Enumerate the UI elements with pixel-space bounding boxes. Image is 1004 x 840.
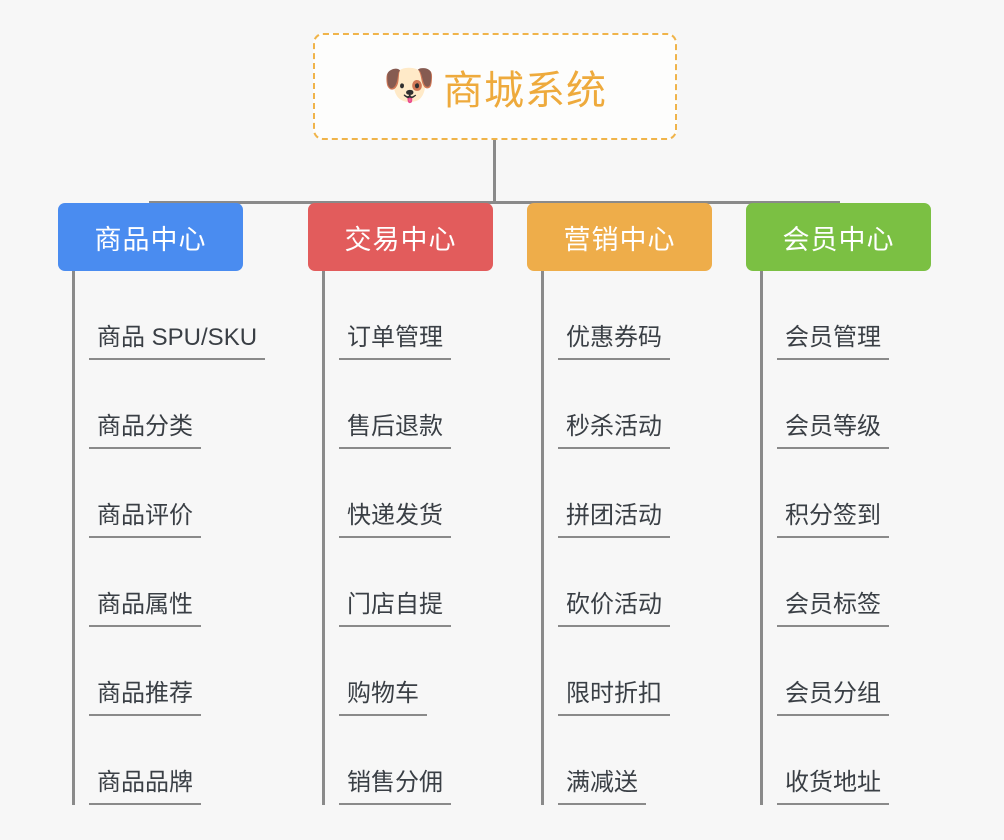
- leaf-item[interactable]: 商品推荐: [58, 627, 243, 716]
- leaf-item-label: 积分签到: [777, 495, 889, 538]
- leaf-item-label: 购物车: [339, 673, 427, 716]
- leaf-item-label: 砍价活动: [558, 584, 670, 627]
- leaf-item[interactable]: 快递发货: [308, 449, 493, 538]
- column-spine-trade-center: [322, 271, 325, 805]
- leaf-item[interactable]: 限时折扣: [527, 627, 712, 716]
- column-marketing-center: 营销中心优惠券码秒杀活动拼团活动砍价活动限时折扣满减送: [527, 203, 712, 805]
- leaf-list-marketing-center: 优惠券码秒杀活动拼团活动砍价活动限时折扣满减送: [527, 271, 712, 805]
- column-product-center: 商品中心商品 SPU/SKU 商品分类商品评价商品属性商品推荐商品品牌: [58, 203, 266, 805]
- leaf-item[interactable]: 秒杀活动: [527, 360, 712, 449]
- leaf-item[interactable]: 商品 SPU/SKU: [58, 271, 266, 360]
- column-header-trade-center[interactable]: 交易中心: [308, 203, 493, 271]
- root-title: 商城系统: [443, 68, 607, 113]
- leaf-item[interactable]: 会员管理: [746, 271, 931, 360]
- leaf-item[interactable]: 商品评价: [58, 449, 243, 538]
- leaf-item[interactable]: 购物车: [308, 627, 493, 716]
- leaf-list-product-center: 商品 SPU/SKU 商品分类商品评价商品属性商品推荐商品品牌: [58, 271, 266, 805]
- leaf-item-label: 收货地址: [777, 762, 889, 805]
- leaf-item-label: 拼团活动: [558, 495, 670, 538]
- leaf-item-label: 商品评价: [89, 495, 201, 538]
- leaf-item[interactable]: 门店自提: [308, 538, 493, 627]
- leaf-item-label: 商品推荐: [89, 673, 201, 716]
- leaf-item[interactable]: 商品分类: [58, 360, 243, 449]
- leaf-item-label: 会员等级: [777, 406, 889, 449]
- leaf-item-label: 售后退款: [339, 406, 451, 449]
- column-trade-center: 交易中心订单管理售后退款快递发货门店自提购物车销售分佣: [308, 203, 493, 805]
- leaf-item-label: 会员标签: [777, 584, 889, 627]
- leaf-item[interactable]: 积分签到: [746, 449, 931, 538]
- leaf-item[interactable]: 订单管理: [308, 271, 493, 360]
- leaf-item[interactable]: 砍价活动: [527, 538, 712, 627]
- leaf-item-label: 快递发货: [339, 495, 451, 538]
- leaf-item-label: 门店自提: [339, 584, 451, 627]
- column-header-member-center[interactable]: 会员中心: [746, 203, 931, 271]
- leaf-item-label: 限时折扣: [558, 673, 670, 716]
- leaf-item[interactable]: 会员等级: [746, 360, 931, 449]
- leaf-item-label: 优惠券码: [558, 317, 670, 360]
- column-header-product-center[interactable]: 商品中心: [58, 203, 243, 271]
- leaf-item[interactable]: 会员标签: [746, 538, 931, 627]
- leaf-item[interactable]: 满减送: [527, 716, 712, 805]
- column-spine-product-center: [72, 271, 75, 805]
- leaf-list-member-center: 会员管理会员等级积分签到会员标签会员分组收货地址: [746, 271, 931, 805]
- root-stem-connector: [493, 140, 496, 203]
- shiba-dog-face-icon: 🐶: [383, 60, 436, 108]
- leaf-item-label: 销售分佣: [339, 762, 451, 805]
- leaf-item[interactable]: 会员分组: [746, 627, 931, 716]
- leaf-item-label: 订单管理: [339, 317, 451, 360]
- leaf-item-label: 商品属性: [89, 584, 201, 627]
- leaf-item[interactable]: 拼团活动: [527, 449, 712, 538]
- leaf-item[interactable]: 收货地址: [746, 716, 931, 805]
- horizontal-bus-connector: [149, 201, 840, 204]
- leaf-item-label: 商品品牌: [89, 762, 201, 805]
- column-member-center: 会员中心会员管理会员等级积分签到会员标签会员分组收货地址: [746, 203, 931, 805]
- leaf-item-label: 秒杀活动: [558, 406, 670, 449]
- column-header-marketing-center[interactable]: 营销中心: [527, 203, 712, 271]
- leaf-item-label: 商品 SPU/SKU: [89, 317, 266, 360]
- leaf-item-label: 商品分类: [89, 406, 201, 449]
- leaf-item[interactable]: 商品品牌: [58, 716, 243, 805]
- leaf-item-label: 满减送: [558, 762, 646, 805]
- leaf-list-trade-center: 订单管理售后退款快递发货门店自提购物车销售分佣: [308, 271, 493, 805]
- root-node[interactable]: 🐶 商城系统: [313, 33, 677, 140]
- leaf-item-label: 会员分组: [777, 673, 889, 716]
- leaf-item[interactable]: 优惠券码: [527, 271, 712, 360]
- column-spine-marketing-center: [541, 271, 544, 805]
- leaf-item[interactable]: 售后退款: [308, 360, 493, 449]
- column-spine-member-center: [760, 271, 763, 805]
- leaf-item[interactable]: 商品属性: [58, 538, 243, 627]
- leaf-item-label: 会员管理: [777, 317, 889, 360]
- leaf-item[interactable]: 销售分佣: [308, 716, 493, 805]
